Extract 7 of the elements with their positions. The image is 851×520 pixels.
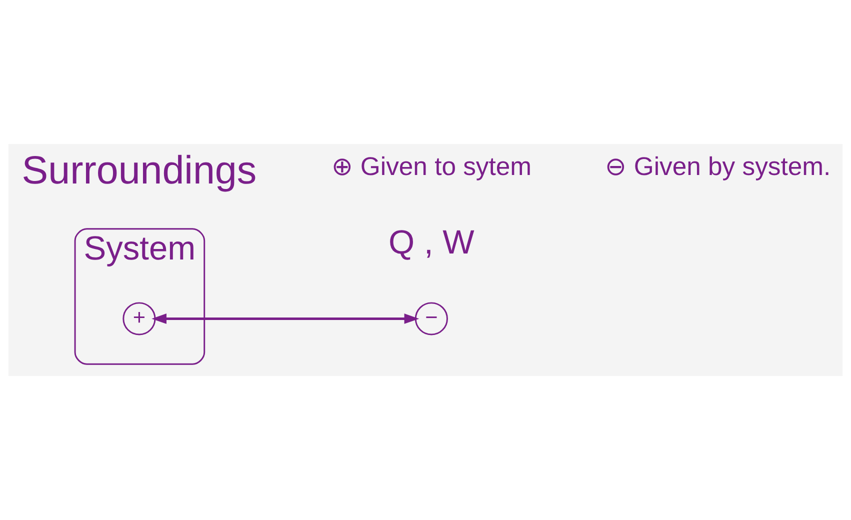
legend-label: ⊕ Given to sytem xyxy=(331,152,532,181)
label: Surroundings xyxy=(22,148,257,192)
arrow xyxy=(152,314,420,324)
node-circle: − xyxy=(414,302,448,336)
node-circle: + xyxy=(122,302,156,336)
label: Q , W xyxy=(388,224,474,262)
legend-label: ⊖ Given by system. xyxy=(604,152,831,181)
